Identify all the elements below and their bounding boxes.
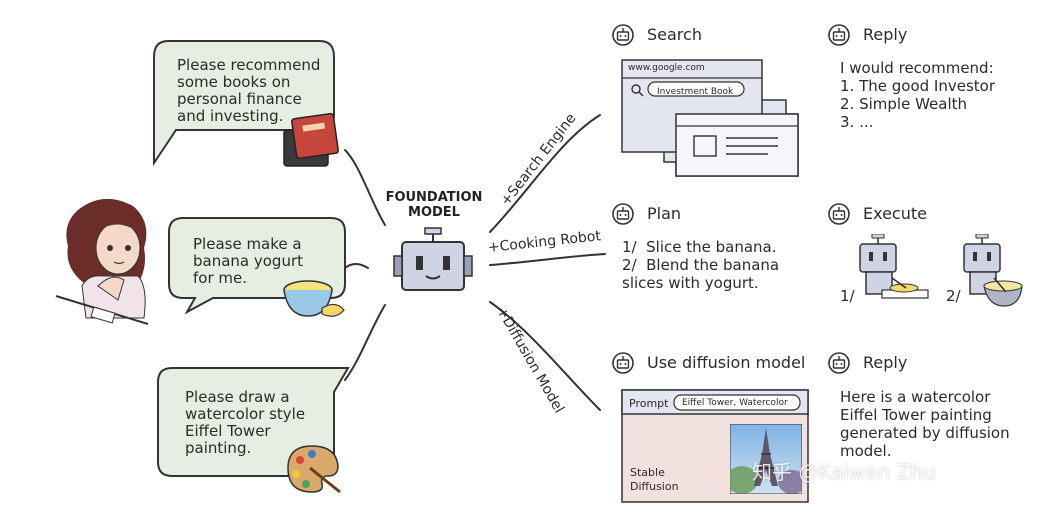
robot-head-icon — [612, 24, 634, 46]
robot-blending-icon — [963, 234, 1023, 307]
request-yogurt-text: Please make a banana yogurt for me. — [193, 235, 304, 287]
browser-window-stack — [621, 59, 799, 177]
browser-url: www.google.com — [628, 63, 705, 73]
foundation-model-line2: MODEL — [408, 205, 460, 220]
plan-heading: Plan — [647, 204, 682, 223]
execute-heading: Execute — [863, 204, 927, 223]
book-icon — [283, 112, 339, 167]
foundation-model-title: FOUNDATION MODEL — [374, 190, 494, 220]
foundation-model-line1: FOUNDATION — [385, 190, 483, 205]
prompt-label: Prompt — [629, 397, 669, 410]
request-painting-text: Please draw a watercolor style Eiffel To… — [185, 388, 306, 457]
foundation-robot-icon — [393, 227, 473, 291]
search-query: Investment Book — [657, 87, 734, 97]
prompt-value: Eiffel Tower, Watercolor — [682, 398, 788, 408]
search-heading: Search — [647, 25, 702, 44]
yogurt-bowl-icon — [283, 280, 345, 317]
diffusion-heading: Use diffusion model — [647, 353, 806, 372]
reply-text-books: I would recommend: 1. The good Investor … — [840, 59, 995, 131]
reply-heading-2: Reply — [863, 353, 908, 372]
eiffel-painting-image — [730, 424, 802, 494]
watermark: 知乎 @Kaiwen Zhu — [752, 460, 936, 484]
person-avatar — [55, 198, 149, 325]
robot-slicing-icon — [859, 234, 929, 299]
robot-head-icon — [828, 203, 850, 225]
robot-head-icon — [612, 352, 634, 374]
plan-text: 1/ Slice the banana. 2/ Blend the banana… — [622, 238, 780, 292]
palette-icon — [287, 445, 341, 494]
stable-diffusion-label: Stable Diffusion — [630, 466, 679, 493]
execute-step1-label: 1/ — [840, 287, 855, 305]
request-books-text: Please recommend some books on personal … — [177, 56, 321, 125]
robot-head-icon — [828, 352, 850, 374]
robot-head-icon — [612, 203, 634, 225]
reply-heading-1: Reply — [863, 25, 908, 44]
robot-head-icon — [828, 24, 850, 46]
execute-step2-label: 2/ — [946, 287, 961, 305]
reply-text-painting: Here is a watercolor Eiffel Tower painti… — [840, 388, 1010, 460]
